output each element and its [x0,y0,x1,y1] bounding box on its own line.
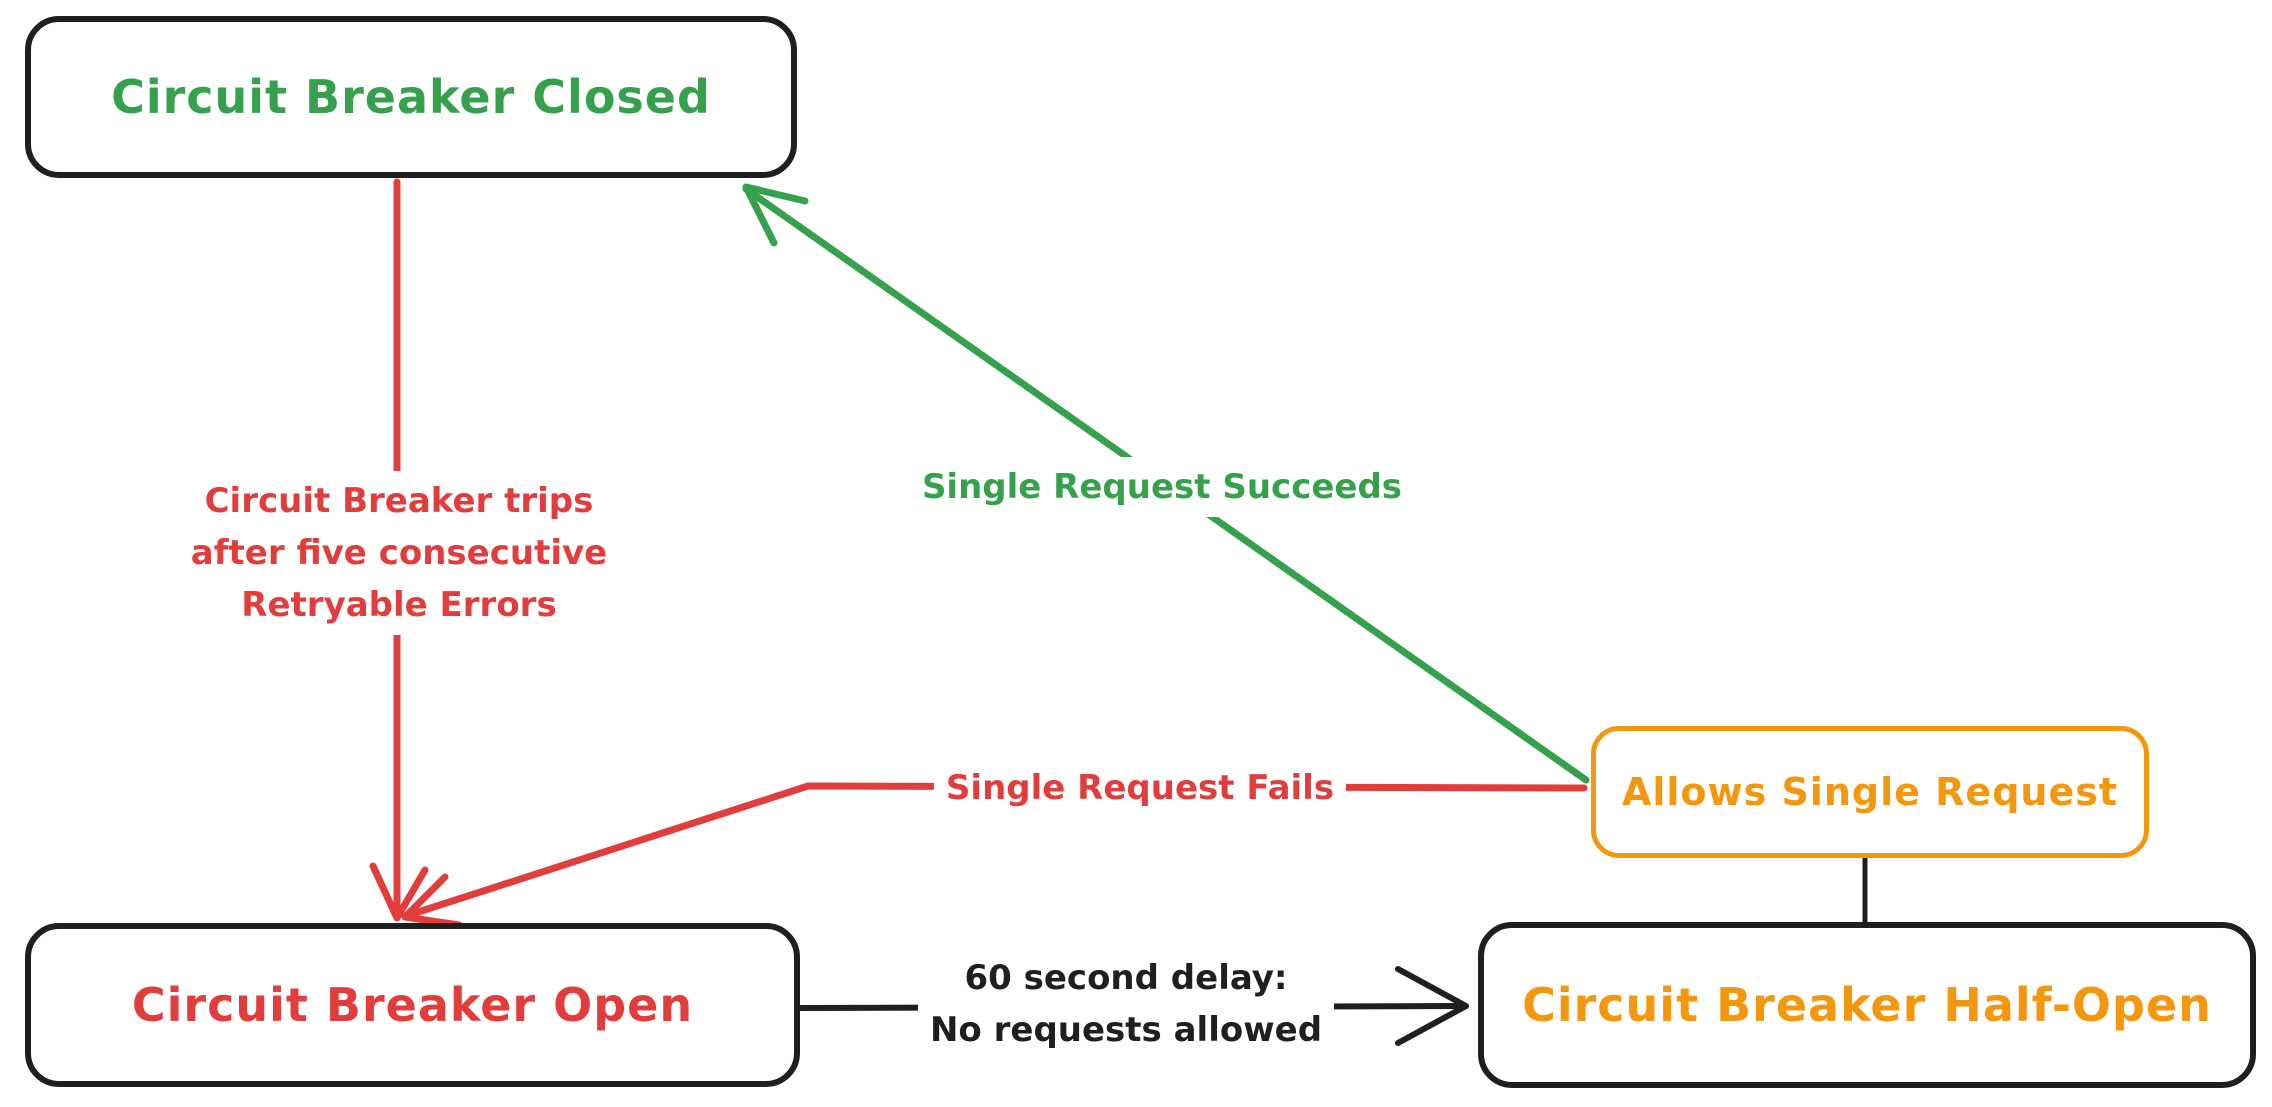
edge-succeeds-arrowhead-icon [742,183,809,247]
edge-label-delay: 60 second delay: No requests allowed [917,948,1335,1060]
edge-label-trip-line1: Circuit Breaker trips [204,481,594,521]
edge-fails-arrowhead-icon [401,873,463,929]
node-circuit-breaker-half-open-label: Circuit Breaker Half-Open [1522,978,2212,1032]
edge-label-trip-line3: Retryable Errors [241,585,557,625]
edge-label-delay-line1: 60 second delay: [964,958,1288,998]
node-circuit-breaker-closed: Circuit Breaker Closed [25,16,797,178]
node-circuit-breaker-half-open: Circuit Breaker Half-Open [1478,922,2256,1088]
node-circuit-breaker-closed-label: Circuit Breaker Closed [111,70,711,124]
node-circuit-breaker-open: Circuit Breaker Open [25,923,800,1087]
node-circuit-breaker-open-label: Circuit Breaker Open [131,978,694,1032]
edge-label-delay-line2: No requests allowed [929,1010,1323,1050]
edge-label-single-request-fails: Single Request Fails [933,758,1347,818]
edge-label-single-request-succeeds: Single Request Succeeds [909,457,1415,517]
edge-delay-arrowhead-icon [1395,966,1469,1046]
node-allows-single-request-label: Allows Single Request [1621,770,2119,814]
edge-label-trip: Circuit Breaker trips after five consecu… [178,471,620,635]
node-allows-single-request: Allows Single Request [1591,726,2149,858]
edge-trip-arrowhead-icon [369,862,429,922]
edge-label-trip-line2: after five consecutive [190,533,608,573]
